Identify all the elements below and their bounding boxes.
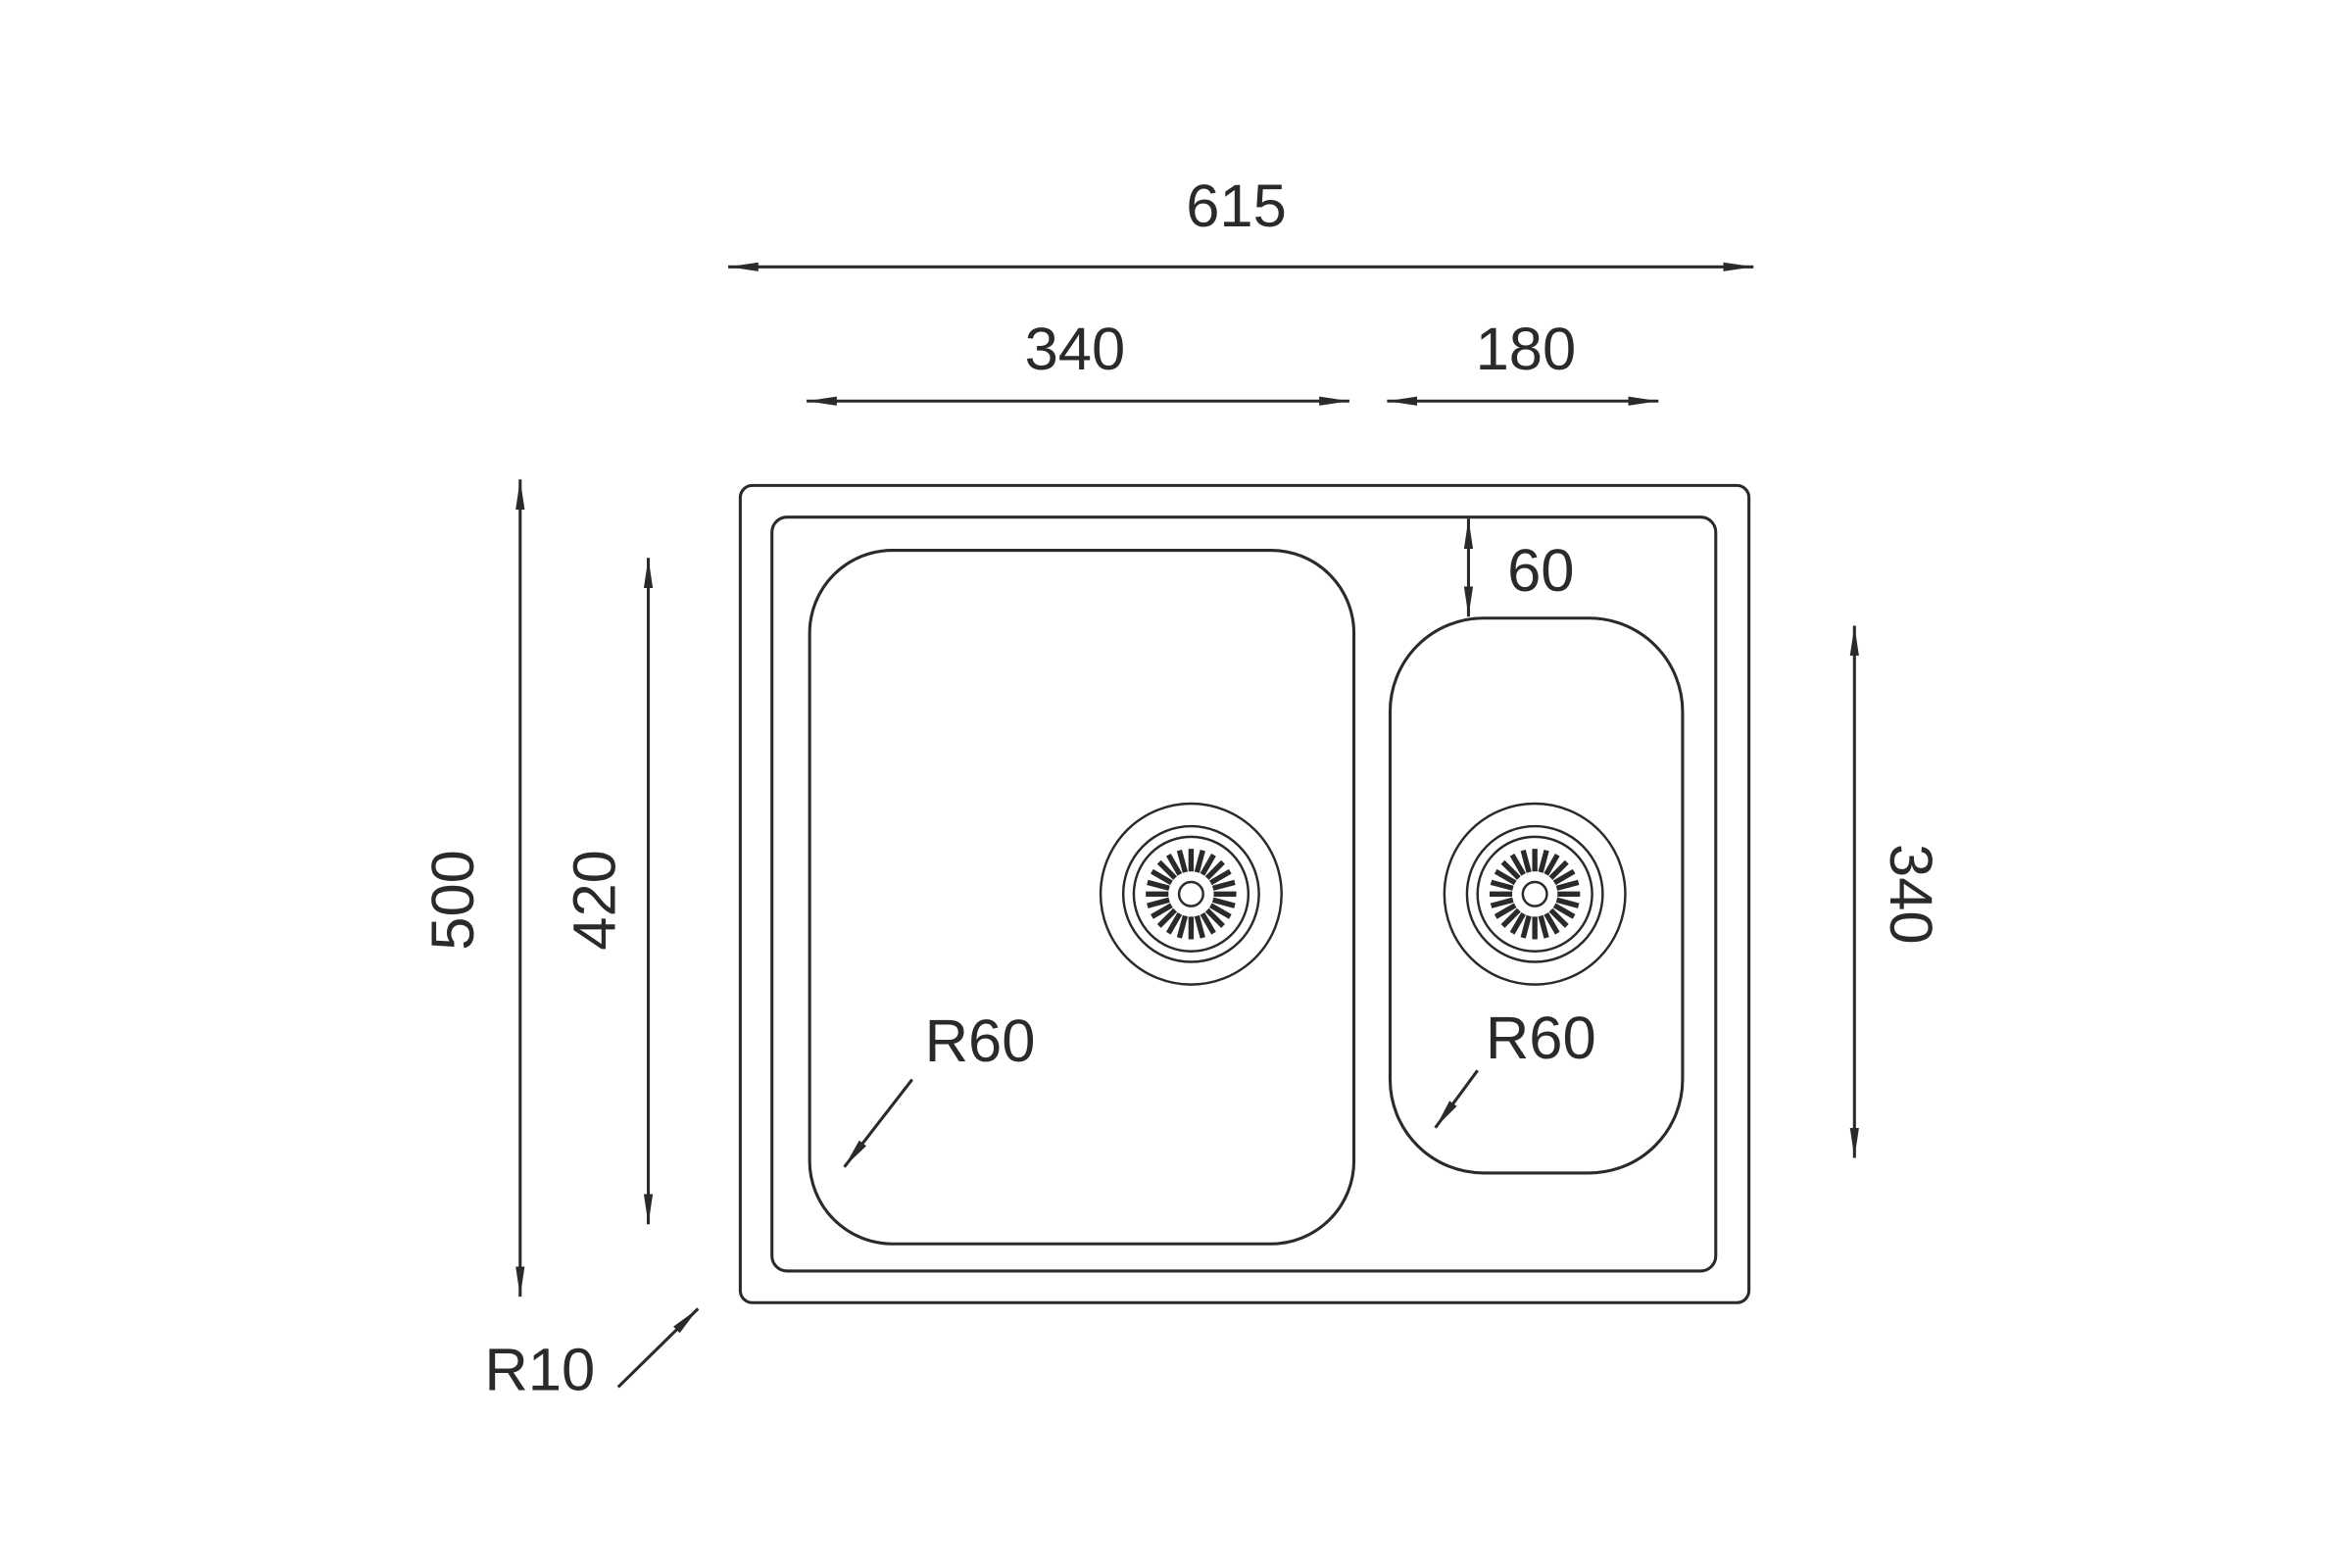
drain-ring (1443, 802, 1627, 986)
drain-ring (1521, 880, 1548, 907)
drain-slot (1209, 903, 1232, 919)
main-bowl-radius-label: R60 (925, 1007, 1036, 1075)
drain-slot (1151, 868, 1173, 886)
drain-ring (1121, 824, 1260, 963)
main-bowl-width-label: 340 (1025, 316, 1126, 383)
drain-slot (1194, 914, 1205, 939)
main-bowl-drain-icon (1099, 802, 1283, 986)
small-bowl-depth-label: 340 (1877, 844, 1944, 945)
sink-outer-rim (738, 483, 1751, 1304)
corner-radius-label: R10 (484, 1336, 595, 1403)
dimension-overall-depth: 500 (419, 479, 525, 1298)
drain-slot (1509, 853, 1526, 876)
drain-slot (1151, 903, 1173, 919)
small-bowl-offset-label: 60 (1507, 537, 1574, 605)
drain-slot (1544, 911, 1560, 935)
drain-slot (1538, 914, 1549, 939)
drain-slot (1520, 914, 1532, 939)
small-bowl-radius-callout: R60 (1434, 1004, 1596, 1129)
drain-slot (1490, 879, 1514, 891)
drain-slot (1165, 853, 1183, 876)
drain-slot (1176, 850, 1189, 873)
drain-slot (1176, 914, 1189, 939)
dimension-small-bowl-offset: 60 (1463, 518, 1575, 617)
drain-slot (1156, 907, 1177, 928)
drain-slot (1494, 903, 1517, 919)
main-bowl-radius-callout: R60 (843, 1007, 1036, 1168)
main-bowl (808, 549, 1356, 1246)
drain-slot (1552, 868, 1576, 886)
small-bowl-drain-icon (1443, 802, 1627, 986)
drain-slot (1147, 897, 1170, 908)
small-bowl-width-label: 180 (1476, 316, 1577, 383)
drain-slot (1147, 879, 1170, 891)
drain-slot (1548, 859, 1569, 880)
dimension-small-bowl-width: 180 (1387, 316, 1659, 406)
drain-slot (1494, 868, 1517, 886)
dimension-overall-width: 615 (728, 172, 1754, 271)
drain-slot (1194, 850, 1205, 873)
drain-slot (1204, 907, 1225, 928)
drain-slot (1555, 897, 1580, 908)
drain-slot (1211, 879, 1236, 891)
drain-slot (1555, 879, 1580, 891)
main-bowl-depth-label: 420 (562, 850, 629, 951)
drain-ring (1465, 824, 1604, 963)
overall-depth-label: 500 (419, 850, 487, 951)
drain-slot (1500, 907, 1521, 928)
drain-slot (1204, 859, 1225, 880)
dimension-small-bowl-depth: 340 (1849, 625, 1944, 1158)
drain-slot (1211, 897, 1236, 908)
drain-slot (1548, 907, 1569, 928)
overall-width-label: 615 (1186, 172, 1287, 240)
drain-slot (1209, 868, 1232, 886)
drain-slot (1200, 911, 1216, 935)
drain-slot (1200, 853, 1216, 876)
drain-slot (1520, 850, 1532, 873)
drain-slot (1538, 850, 1549, 873)
drain-slot (1544, 853, 1560, 876)
drain-ring (1177, 880, 1204, 907)
drain-slot (1500, 859, 1521, 880)
drain-slot (1165, 911, 1183, 935)
dimension-main-bowl-depth: 420 (562, 558, 654, 1225)
corner-radius-callout: R10 (484, 1307, 700, 1403)
drain-slot (1509, 911, 1526, 935)
drain-ring (1476, 835, 1593, 954)
drain-slot (1156, 859, 1177, 880)
drain-slot (1490, 897, 1514, 908)
drain-ring (1099, 802, 1283, 986)
dimension-main-bowl-width: 340 (807, 316, 1349, 406)
small-bowl (1388, 616, 1685, 1175)
sink-inner-rim (770, 515, 1718, 1273)
drain-ring (1132, 835, 1250, 954)
small-bowl-radius-label: R60 (1486, 1004, 1596, 1072)
drain-slot (1552, 903, 1576, 919)
